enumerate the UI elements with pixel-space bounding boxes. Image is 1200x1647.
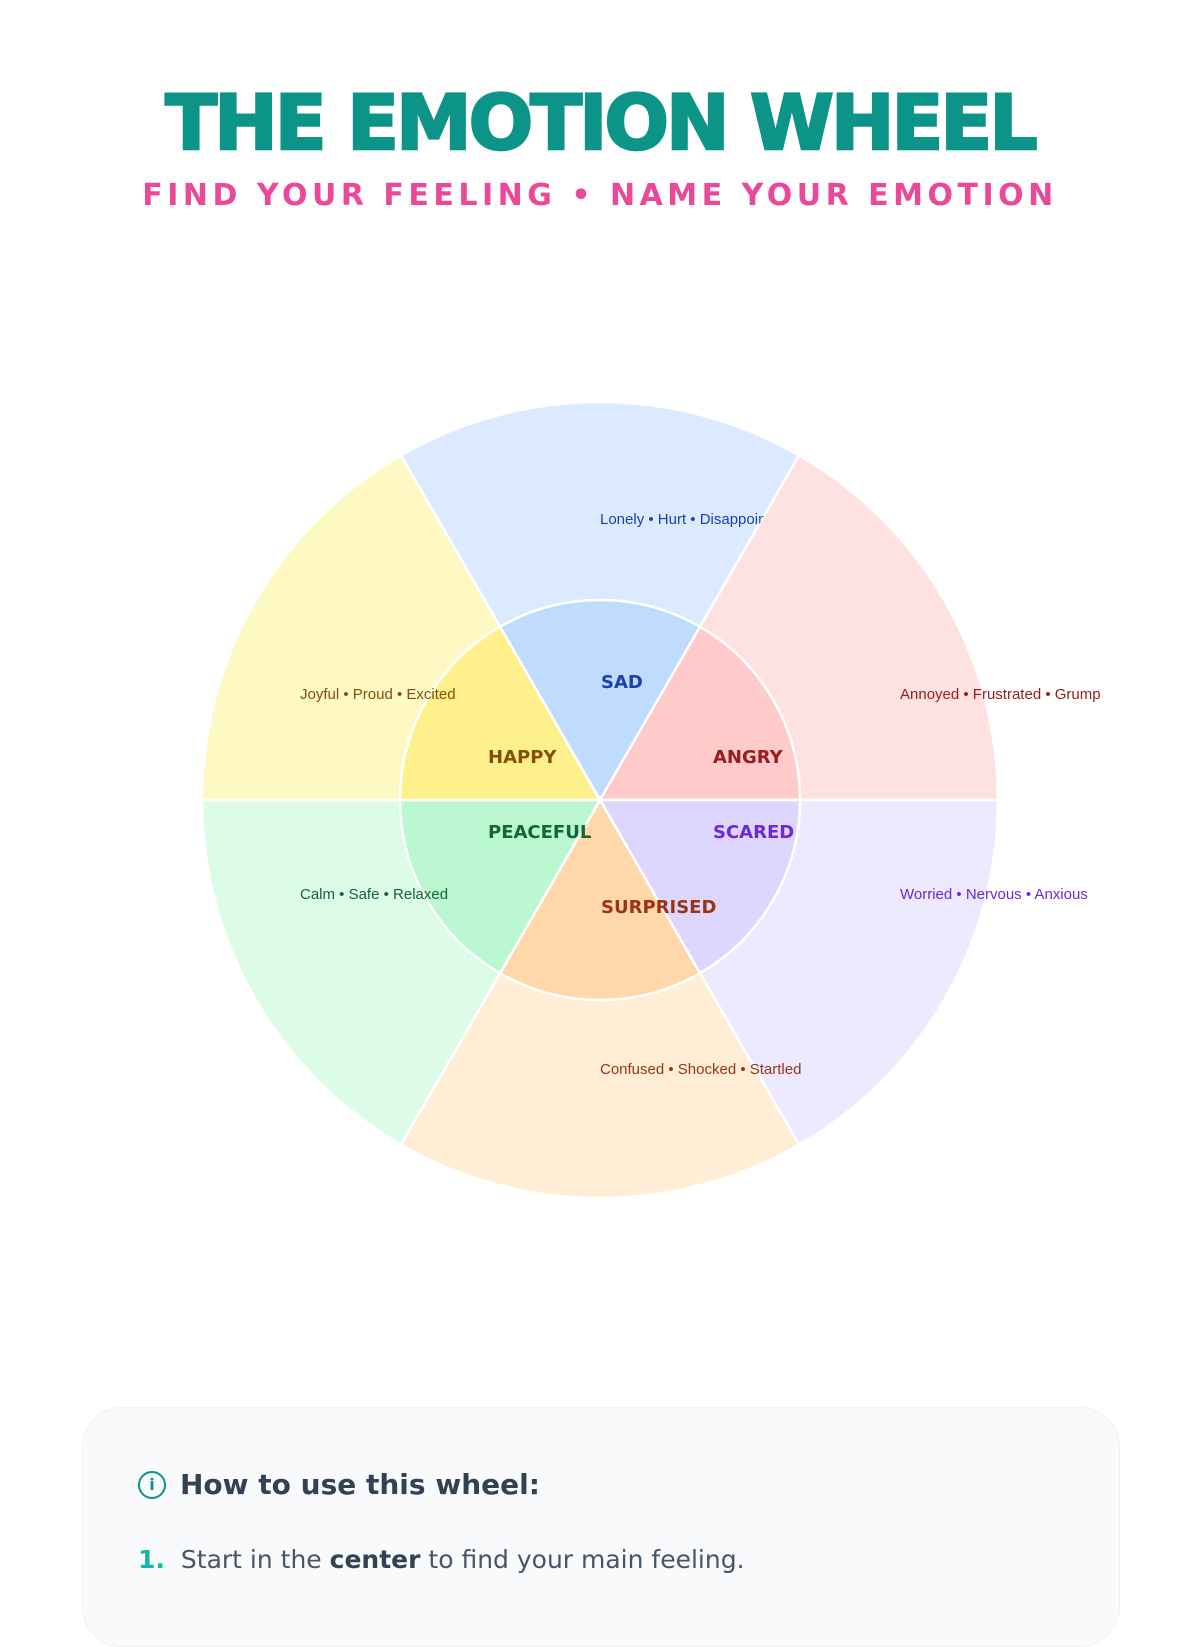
instructions-header: i How to use this wheel: — [138, 1468, 540, 1501]
feelings-label-scared: Worried • Nervous • Anxious — [900, 886, 1088, 903]
feelings-label-sad: Lonely • Hurt • Disappointed — [600, 511, 787, 528]
inner-segment-sad[interactable] — [498, 598, 702, 803]
step-bold-text: center — [329, 1545, 421, 1574]
inner-segment-scared[interactable] — [597, 798, 802, 975]
feelings-label-angry: Annoyed • Frustrated • Grumpy — [900, 686, 1109, 703]
feelings-label-peaceful: Calm • Safe • Relaxed — [300, 886, 448, 903]
info-icon: i — [138, 1470, 166, 1499]
feelings-label-happy: Joyful • Proud • Excited — [300, 686, 456, 703]
feelings-label-surprised: Confused • Shocked • Startled — [600, 1061, 801, 1078]
emotion-label-happy: HAPPY — [488, 747, 557, 768]
step-number: 1. — [138, 1545, 165, 1574]
instructions-title: How to use this wheel: — [180, 1468, 540, 1501]
instruction-step: 1. Start in the center to find your main … — [138, 1545, 745, 1574]
step-text: to find your main feeling. — [420, 1545, 745, 1574]
page-title: THE EMOTION WHEEL — [164, 77, 1039, 169]
instructions-card: i How to use this wheel: 1. Start in the … — [82, 1407, 1120, 1647]
emotion-label-sad: SAD — [601, 672, 643, 693]
step-text: Start in the — [180, 1545, 330, 1574]
page-subtitle: FIND YOUR FEELING • NAME YOUR EMOTION — [142, 178, 1058, 213]
inner-segment-peaceful[interactable] — [398, 798, 603, 975]
emotion-label-angry: ANGRY — [713, 747, 784, 768]
emotion-label-scared: SCARED — [713, 822, 794, 843]
emotion-label-peaceful: PEACEFUL — [488, 822, 591, 843]
emotion-label-surprised: SURPRISED — [601, 897, 716, 918]
inner-segment-happy[interactable] — [398, 625, 603, 802]
inner-segment-surprised[interactable] — [498, 797, 702, 1002]
inner-segment-angry[interactable] — [597, 625, 802, 802]
